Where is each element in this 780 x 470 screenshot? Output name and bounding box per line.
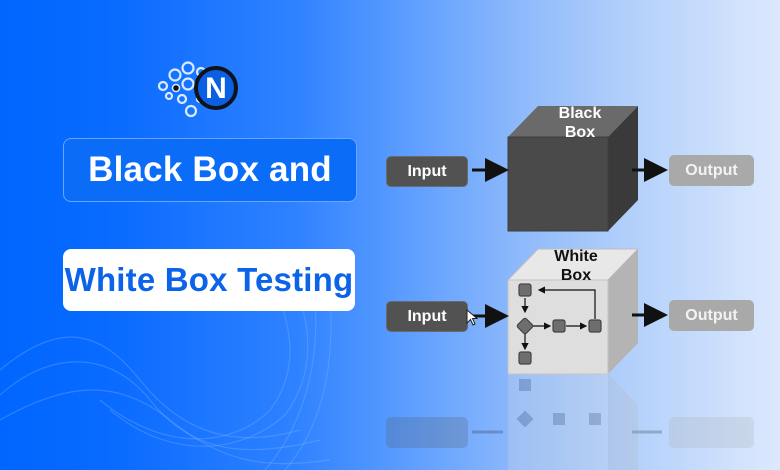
black-box-cube [507, 106, 638, 232]
mouse-cursor-icon [466, 309, 478, 326]
black-box-output-node: Output [669, 155, 754, 186]
brand-logo-icon: N [157, 61, 238, 118]
white-box-label: White Box [554, 248, 598, 284]
logo-letter: N [205, 72, 227, 105]
black-box-input-node: Input [386, 156, 468, 187]
white-box-output-node: Output [669, 300, 754, 331]
title-line-1: Black Box and [63, 138, 357, 202]
white-box-flowchart [516, 283, 602, 365]
white-box-input-node: Input [386, 301, 468, 332]
title-line-2: White Box Testing [63, 249, 355, 311]
black-box-label: Black Box [558, 105, 602, 141]
